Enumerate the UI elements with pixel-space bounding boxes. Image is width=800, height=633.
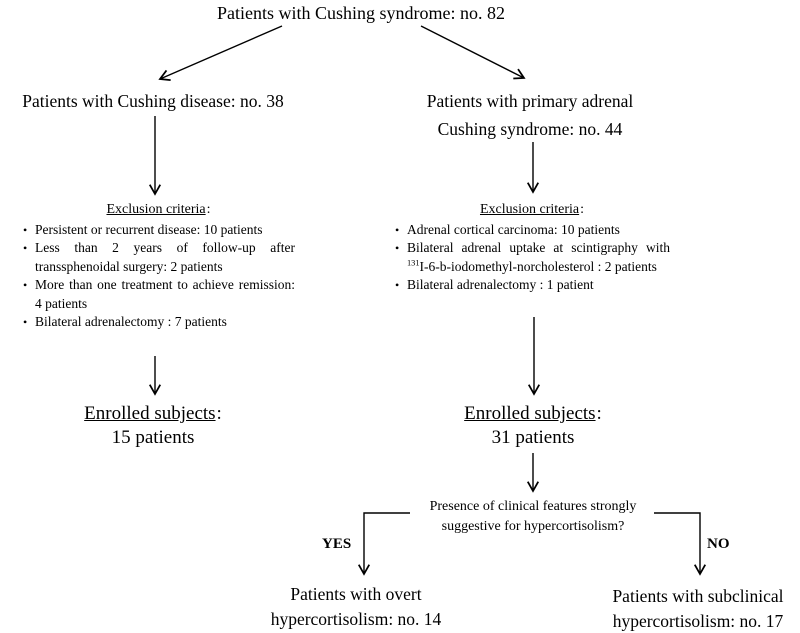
list-item: Bilateral adrenalectomy : 7 patients xyxy=(23,313,295,332)
list-item: Bilateral adrenalectomy : 1 patient xyxy=(395,276,670,295)
primary-adrenal-node-line1: Patients with primary adrenal xyxy=(426,91,634,111)
right-exclusion-header: Exclusion criteria: xyxy=(479,202,585,217)
list-item: Bilateral adrenal uptake at scintigraphy… xyxy=(395,239,670,276)
yes-branch-label: YES xyxy=(322,536,352,552)
decision-question-line2: suggestive for hypercortisolism? xyxy=(441,519,625,534)
left-exclusion-block: Exclusion criteria: Persistent or recurr… xyxy=(22,201,295,332)
left-enrolled-header: Enrolled subjects: xyxy=(84,403,222,424)
right-enrolled-block: Enrolled subjects: 31 patients xyxy=(464,402,602,450)
arrow-question-no-branch xyxy=(654,512,707,576)
isotope-item-post: I-6-b-iodomethyl-norcholesterol : 2 pati… xyxy=(419,258,657,274)
primary-adrenal-node-line2: Cushing syndrome: no. 44 xyxy=(437,119,623,139)
list-item: Persistent or recurrent disease: 10 pati… xyxy=(23,221,295,240)
decision-question: Presence of clinical features strongly s… xyxy=(430,497,637,537)
left-exclusion-list: Persistent or recurrent disease: 10 pati… xyxy=(22,221,295,332)
arrow-root-to-primary-adrenal xyxy=(420,25,526,80)
cushing-disease-node: Patients with Cushing disease: no. 38 xyxy=(22,91,284,111)
left-exclusion-header: Exclusion criteria: xyxy=(106,202,211,217)
list-item: Adrenal cortical carcinoma: 10 patients xyxy=(395,221,670,240)
isotope-item-pre: Bilateral adrenal uptake at scintigraphy… xyxy=(407,240,670,256)
root-node: Patients with Cushing syndrome: no. 82 xyxy=(217,3,505,23)
left-enrolled-count: 15 patients xyxy=(111,427,195,448)
overt-outcome-line1: Patients with overt xyxy=(290,584,422,604)
right-exclusion-block: Exclusion criteria: Adrenal cortical car… xyxy=(394,201,670,295)
decision-question-line1: Presence of clinical features strongly xyxy=(429,499,637,514)
arrow-question-yes-branch xyxy=(357,512,410,576)
no-branch-label: NO xyxy=(707,536,730,552)
subclinical-outcome-node: Patients with subclinical hypercortisoli… xyxy=(612,584,783,633)
list-item: More than one treatment to achieve remis… xyxy=(23,276,295,313)
left-enrolled-block: Enrolled subjects: 15 patients xyxy=(84,402,222,450)
isotope-superscript: 131 xyxy=(407,258,420,268)
overt-outcome-line2: hypercortisolism: no. 14 xyxy=(270,609,442,629)
overt-outcome-node: Patients with overt hypercortisolism: no… xyxy=(271,582,442,632)
right-enrolled-count: 31 patients xyxy=(491,427,575,448)
primary-adrenal-node: Patients with primary adrenal Cushing sy… xyxy=(427,87,634,143)
arrow-root-to-cushing-disease xyxy=(158,25,283,81)
right-enrolled-header: Enrolled subjects: xyxy=(464,403,602,424)
subclinical-outcome-line1: Patients with subclinical xyxy=(612,586,784,606)
list-item: Less than 2 years of follow-up after tra… xyxy=(23,239,295,276)
subclinical-outcome-line2: hypercortisolism: no. 17 xyxy=(612,611,784,631)
right-exclusion-list: Adrenal cortical carcinoma: 10 patients … xyxy=(394,221,670,295)
